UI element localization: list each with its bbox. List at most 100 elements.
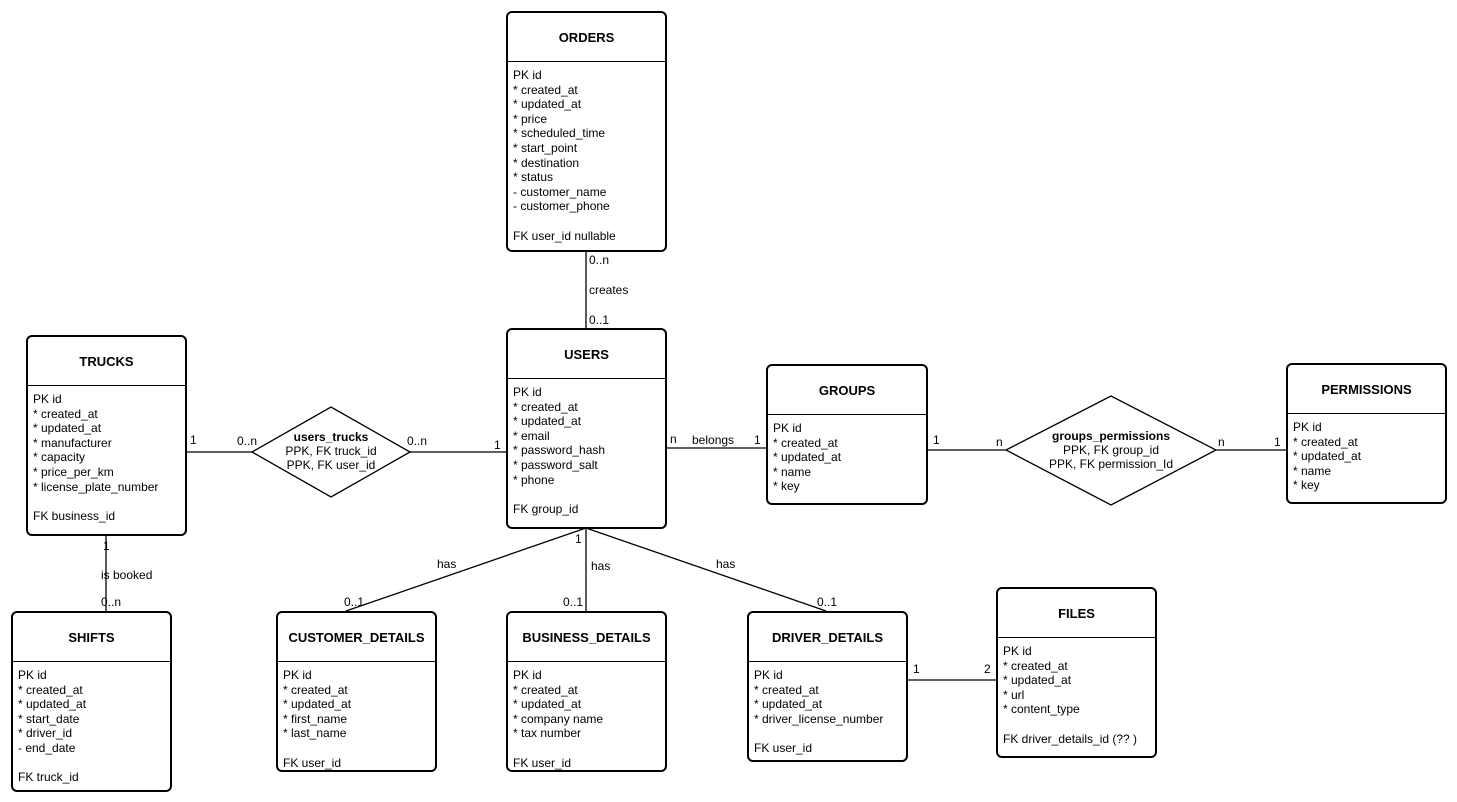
attribute-row: * email: [513, 428, 550, 443]
attribute-row: PK id: [18, 668, 47, 682]
attribute-row: FK group_id: [513, 501, 579, 516]
attribute-row: - customer_phone: [513, 199, 610, 214]
attribute-row: * key: [1293, 478, 1320, 493]
attribute-row: * phone: [513, 472, 555, 487]
attribute-row: * updated_at: [773, 450, 842, 465]
attribute-row: PK id: [513, 668, 542, 682]
entity-title: CUSTOMER_DETAILS: [278, 613, 435, 662]
attribute-row: * updated_at: [33, 421, 102, 436]
attribute-row: * last_name: [283, 726, 347, 741]
edge-label: has: [437, 557, 457, 571]
attribute-row: * first_name: [283, 711, 348, 726]
attribute-row: * updated_at: [513, 97, 582, 112]
relationship-users-trucks-shape: [250, 406, 412, 498]
attribute-list: PK id* created_at* updated_at* price* sc…: [508, 62, 665, 249]
attribute-row: PK id: [513, 68, 542, 82]
attribute-row: * content_type: [1003, 702, 1080, 717]
cardinality-label: 1: [754, 433, 761, 447]
entity-title: GROUPS: [768, 366, 926, 415]
attribute-list: PK id* created_at* updated_at* email* pa…: [508, 379, 665, 522]
attribute-row: * status: [513, 170, 554, 185]
attribute-list: PK id* created_at* updated_at* name* key: [1288, 414, 1445, 499]
attribute-row: * scheduled_time: [513, 126, 606, 141]
cardinality-label: n: [670, 432, 677, 446]
attribute-row: * created_at: [1003, 658, 1068, 673]
cardinality-label: 1: [494, 438, 501, 452]
attribute-list: PK id* created_at* updated_at* manufactu…: [28, 386, 185, 529]
attribute-row: * updated_at: [18, 697, 87, 712]
entity-customer-details: CUSTOMER_DETAILS PK id* created_at* upda…: [276, 611, 437, 772]
attribute-row: * created_at: [754, 682, 819, 697]
attribute-list: PK id* created_at* updated_at* url* cont…: [998, 638, 1155, 752]
attribute-row: PK id: [513, 385, 542, 399]
attribute-row: * capacity: [33, 450, 86, 465]
relationship-key: PPK, FK user_id: [286, 458, 376, 472]
entity-users: USERS PK id* created_at* updated_at* ema…: [506, 328, 667, 529]
relationship-name: groups_permissions: [1051, 429, 1171, 443]
attribute-row: * updated_at: [1293, 449, 1362, 464]
attribute-row: * start_date: [18, 711, 80, 726]
edge-label: has: [591, 559, 611, 573]
cardinality-label: n: [996, 435, 1003, 449]
attribute-list: PK id* created_at* updated_at* company n…: [508, 662, 665, 776]
attribute-row: [33, 494, 180, 509]
relationship-users-trucks: users_trucks PPK, FK truck_id PPK, FK us…: [271, 430, 391, 472]
attribute-row: * updated_at: [754, 697, 823, 712]
attribute-row: * created_at: [33, 406, 98, 421]
attribute-row: * price: [513, 111, 548, 126]
attribute-row: [513, 214, 660, 229]
attribute-row: PK id: [33, 392, 62, 406]
attribute-row: * url: [1003, 687, 1025, 702]
attribute-row: [513, 487, 660, 502]
attribute-row: * price_per_km: [33, 464, 114, 479]
attribute-row: * created_at: [18, 682, 83, 697]
attribute-row: * name: [1293, 463, 1332, 478]
edge-label: belongs: [692, 433, 735, 447]
cardinality-label: 0..1: [563, 595, 584, 609]
attribute-row: * key: [773, 479, 800, 494]
cardinality-label: 1: [1274, 435, 1281, 449]
entity-files: FILES PK id* created_at* updated_at* url…: [996, 587, 1157, 758]
attribute-row: * driver_id: [18, 726, 73, 741]
attribute-row: * company name: [513, 711, 604, 726]
attribute-row: * created_at: [513, 682, 578, 697]
entity-orders: ORDERS PK id* created_at* updated_at* pr…: [506, 11, 667, 252]
attribute-row: [18, 756, 165, 771]
entity-title: DRIVER_DETAILS: [749, 613, 906, 662]
attribute-row: FK driver_details_id (?? ): [1003, 731, 1138, 746]
attribute-row: PK id: [773, 421, 802, 435]
relationship-key: PPK, FK truck_id: [285, 444, 377, 458]
attribute-row: * updated_at: [283, 697, 352, 712]
relationship-groups-permissions-shape: [1004, 395, 1218, 506]
edge-label: has: [716, 557, 736, 571]
attribute-list: PK id* created_at* updated_at* driver_li…: [749, 662, 906, 762]
attribute-list: PK id* created_at* updated_at* start_dat…: [13, 662, 170, 791]
attribute-row: * updated_at: [1003, 673, 1072, 688]
edge-label: creates: [589, 283, 629, 297]
attribute-row: * start_point: [513, 140, 578, 155]
cardinality-label: 1: [190, 433, 197, 447]
attribute-row: * password_hash: [513, 443, 606, 458]
attribute-row: [1003, 717, 1150, 732]
attribute-row: * updated_at: [513, 414, 582, 429]
attribute-row: * license_plate_number: [33, 479, 159, 494]
entity-permissions: PERMISSIONS PK id* created_at* updated_a…: [1286, 363, 1447, 504]
attribute-row: * updated_at: [513, 697, 582, 712]
entity-title: TRUCKS: [28, 337, 185, 386]
entity-title: USERS: [508, 330, 665, 379]
cardinality-label: n: [1218, 435, 1225, 449]
entity-shifts: SHIFTS PK id* created_at* updated_at* st…: [11, 611, 172, 792]
attribute-row: * created_at: [513, 399, 578, 414]
cardinality-label: 0..n: [101, 595, 122, 609]
cardinality-label: 2: [984, 662, 991, 676]
entity-title: ORDERS: [508, 13, 665, 62]
attribute-row: * created_at: [1293, 434, 1358, 449]
attribute-row: - customer_name: [513, 184, 607, 199]
attribute-row: [513, 741, 660, 756]
attribute-list: PK id* created_at* updated_at* name* key: [768, 415, 926, 500]
attribute-row: * manufacturer: [33, 435, 112, 450]
attribute-row: PK id: [1003, 644, 1032, 658]
attribute-row: FK truck_id: [18, 770, 79, 785]
attribute-row: FK user_id nullable: [513, 228, 616, 243]
